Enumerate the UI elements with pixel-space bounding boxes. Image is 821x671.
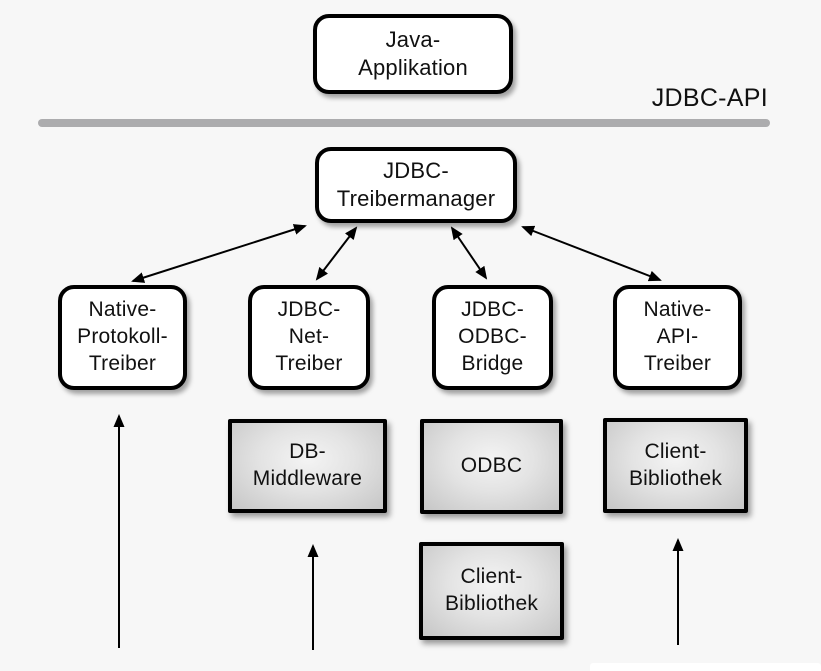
node-odbc: ODBC	[420, 419, 563, 514]
node-client-bibliothek-odbc: Client- Bibliothek	[419, 542, 564, 640]
node-native-api-treiber: Native- API- Treiber	[613, 285, 742, 390]
node-label: Native- Protokoll- Treiber	[77, 298, 168, 375]
node-label: DB- Middleware	[252, 440, 363, 490]
node-label: JDBC- Treibermanager	[336, 157, 496, 211]
arrow-treibermanager-jdbc-odbc-bridge	[450, 226, 488, 280]
node-jdbc-odbc-bridge: JDBC- ODBC- Bridge	[432, 285, 553, 390]
node-java-application: Java- Applikation	[313, 14, 513, 94]
node-label: JDBC- Net- Treiber	[275, 298, 343, 375]
node-label: ODBC	[460, 454, 523, 478]
node-native-protokoll-treiber: Native- Protokoll- Treiber	[58, 285, 187, 390]
node-label: Java- Applikation	[358, 26, 468, 80]
jdbc-api-divider-line	[38, 119, 770, 127]
arrow-treibermanager-jdbc-net-treiber	[315, 226, 358, 281]
arrow-treibermanager-native-protokoll-treiber	[131, 224, 307, 283]
node-label: Client- Bibliothek	[628, 439, 723, 490]
node-label: JDBC- ODBC- Bridge	[458, 298, 527, 375]
node-label: Client- Bibliothek	[444, 565, 539, 615]
jdbc-api-label: JDBC-API	[651, 84, 768, 112]
node-label: Native- API- Treiber	[643, 298, 712, 375]
arrow-treibermanager-native-api-treiber	[521, 225, 662, 282]
node-jdbc-treibermanager: JDBC- Treibermanager	[315, 147, 517, 223]
node-client-bibliothek-native: Client- Bibliothek	[603, 418, 748, 513]
node-jdbc-net-treiber: JDBC- Net- Treiber	[248, 285, 370, 390]
node-db-middleware: DB- Middleware	[228, 419, 387, 513]
partial-box-bottom-right	[590, 663, 821, 671]
